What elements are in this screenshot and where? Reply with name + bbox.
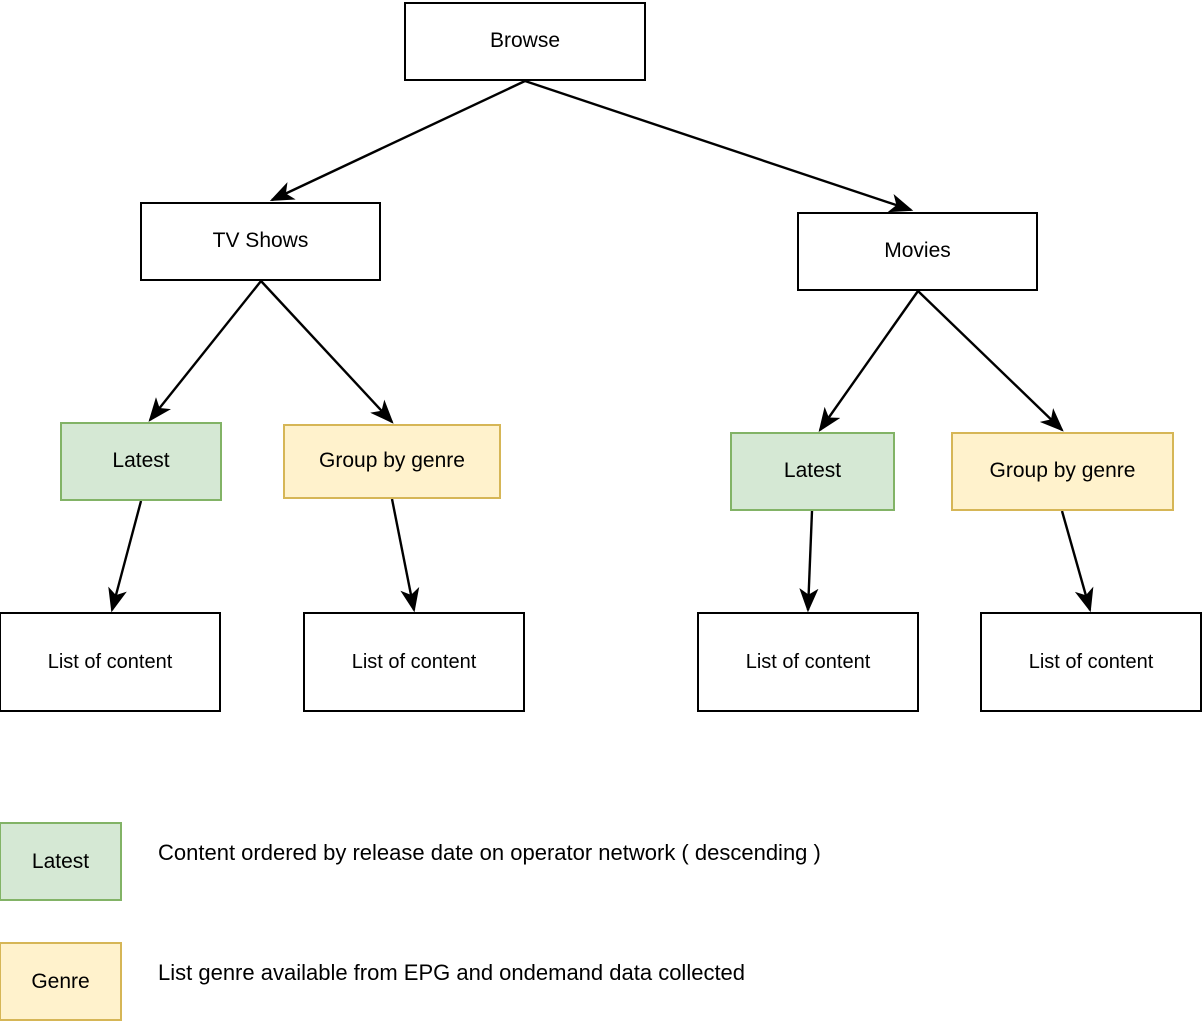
edge-browse-to-movies — [524, 79, 914, 213]
node-label: Group by genre — [319, 449, 465, 473]
legend-description-legend-genre: List genre available from EPG and ondema… — [158, 960, 746, 985]
legend-swatch-label: Latest — [31, 849, 90, 873]
node-label: Group by genre — [989, 459, 1136, 483]
node-tv-shows[interactable]: TV Shows — [140, 202, 381, 281]
edge-mov-genre-to-list — [1060, 510, 1094, 613]
node-label: TV Shows — [212, 229, 309, 253]
node-label: Movies — [884, 239, 951, 263]
node-list-2[interactable]: List of content — [303, 612, 525, 712]
node-tv-genre[interactable]: Group by genre — [283, 424, 501, 499]
node-movies-latest[interactable]: Latest — [730, 432, 895, 511]
node-label: Latest — [112, 449, 170, 473]
edge-movies-to-genre — [917, 290, 1064, 432]
edge-movies-to-latest — [818, 290, 919, 432]
node-browse[interactable]: Browse — [404, 2, 646, 81]
node-label: Browse — [489, 29, 561, 53]
node-movies-genre[interactable]: Group by genre — [951, 432, 1174, 511]
edge-tv-to-genre — [260, 280, 394, 424]
node-list-3[interactable]: List of content — [697, 612, 919, 712]
edge-browse-to-tv — [269, 79, 526, 202]
edge-mov-latest-to-list — [799, 510, 819, 613]
node-tv-latest[interactable]: Latest — [60, 422, 222, 501]
edge-tv-genre-to-list — [390, 498, 420, 613]
node-movies[interactable]: Movies — [797, 212, 1038, 291]
node-label: List of content — [47, 650, 173, 673]
node-label: Latest — [783, 459, 842, 483]
edge-tv-latest-to-list — [108, 500, 143, 613]
node-list-1[interactable]: List of content — [0, 612, 221, 712]
node-label: List of content — [351, 650, 477, 673]
legend-description-legend-latest: Content ordered by release date on opera… — [158, 840, 821, 865]
node-label: List of content — [1028, 650, 1154, 673]
legend-swatch-label: Genre — [31, 969, 90, 993]
legend-swatch-legend-genre: Genre — [0, 942, 122, 1021]
node-label: List of content — [745, 650, 871, 673]
legend-swatch-legend-latest: Latest — [0, 822, 122, 901]
edge-tv-to-latest — [148, 280, 262, 422]
node-list-4[interactable]: List of content — [980, 612, 1202, 712]
